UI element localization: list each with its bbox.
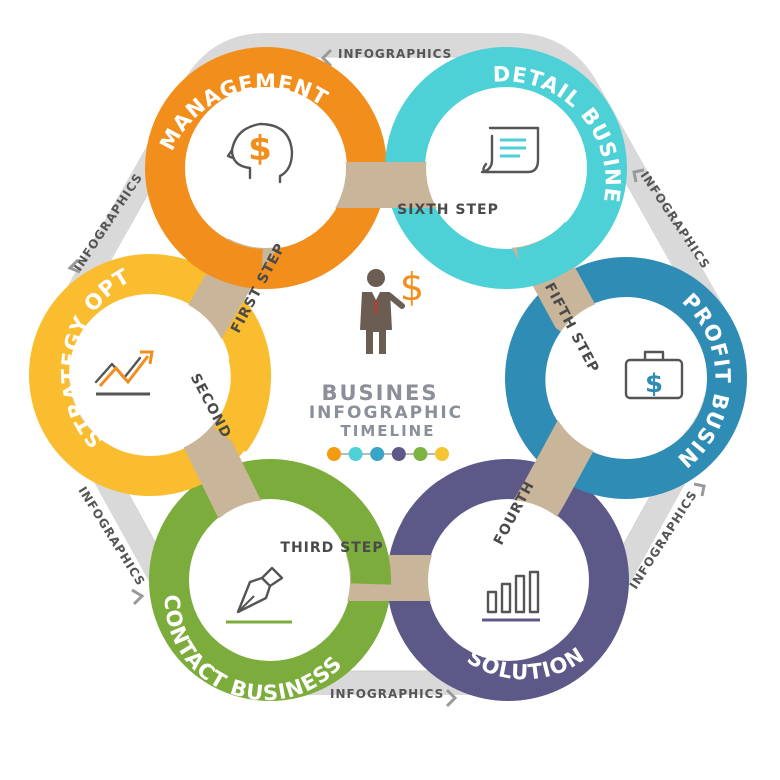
bar-chart-icon [482,570,540,622]
trend-arrow-icon [94,350,154,396]
chevron-down-left-icon [131,588,145,606]
ring-detail-overlap [516,221,596,288]
strategy-disc [70,295,230,455]
pen-nib-icon [226,566,292,624]
step-label-third: THIRD STEP [280,540,383,556]
document-scroll-icon [480,126,540,174]
contact-disc [190,500,350,660]
ring-strategy-overlap [213,350,271,453]
chevron-right-icon [445,688,458,708]
chevron-down-icon [67,258,81,274]
chevron-up-left-icon [632,168,645,183]
chevron-left-icon [320,48,333,68]
ring-solution-overlap [402,480,463,541]
center-title-line2: INFOGRAPHIC [309,403,463,423]
timeline-dot [327,447,341,461]
step-label-sixth: SIXTH STEP [397,202,499,218]
dollar-icon: $ [400,265,424,309]
timeline-dot [391,447,406,461]
businessman-icon: $ [360,265,424,354]
center-title-line3: TIMELINE [341,422,436,440]
timeline-dots [327,447,449,461]
timeline-dot [370,447,385,461]
solution-disc [428,500,588,660]
timeline-dot [413,447,428,461]
ring-contact-overlap [341,525,392,585]
frame-label-top: INFOGRAPHICS [338,47,452,61]
frame-label-bottom: INFOGRAPHICS [330,687,444,701]
svg-text:$: $ [645,369,663,399]
management-disc [186,88,346,248]
center-title-line1: BUSINES [321,381,438,405]
svg-text:$: $ [248,129,272,169]
ring-profit-overlap [505,308,562,416]
detail-disc [426,88,586,248]
chevron-up-right-icon [693,482,706,497]
ring-management-overlap [187,229,264,289]
timeline-dot [435,447,449,461]
head-dollar-icon: $ [226,122,294,184]
briefcase-dollar-icon: $ [624,350,684,400]
timeline-dot [348,447,363,461]
